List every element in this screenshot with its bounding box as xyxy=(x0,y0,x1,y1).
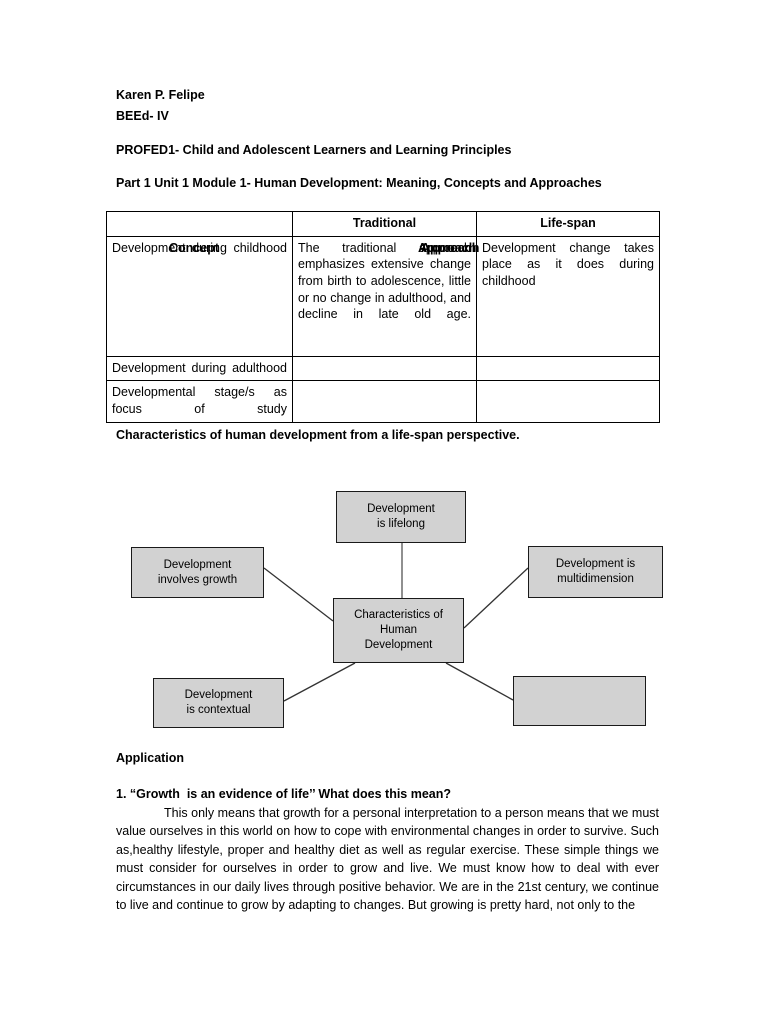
header-cell-traditional: Traditional xyxy=(292,211,477,237)
table-header-row: Traditional Life-span xyxy=(106,211,660,237)
cell-development-adulthood: Development during adulthood xyxy=(106,355,293,382)
application-answer-1: This only means that growth for a person… xyxy=(116,806,659,912)
student-name: Karen P. Felipe xyxy=(116,88,205,102)
table-row: Developmental stage/s as focus of study xyxy=(106,380,660,423)
overlap-label-approach-traditional: Approach xyxy=(421,240,480,255)
diagram-node-empty xyxy=(513,676,646,726)
table-row: Development during adulthood xyxy=(106,355,660,382)
program-label: BEEd- IV xyxy=(116,109,169,123)
cell-text: The traditional approach emphasizes exte… xyxy=(298,240,471,322)
cell-empty-lifespan xyxy=(476,380,660,423)
course-title: PROFED1- Child and Adolescent Learners a… xyxy=(116,143,512,157)
diagram-node-multidimension: Development is multidimension xyxy=(528,546,663,598)
diagram-node-lifelong: Development is lifelong xyxy=(336,491,466,543)
cell-empty-lifespan xyxy=(476,355,660,382)
cell-developmental-stages: Developmental stage/s as focus of study xyxy=(106,380,293,423)
cell-empty-traditional xyxy=(292,380,477,423)
cell-lifespan-description: Development change takes place as it doe… xyxy=(418,235,660,357)
cell-empty-traditional xyxy=(292,355,477,382)
module-title: Part 1 Unit 1 Module 1- Human Developmen… xyxy=(116,176,602,190)
characteristics-diagram: Development is lifelong Development invo… xyxy=(110,480,670,742)
cell-text: Development change takes place as it doe… xyxy=(482,240,654,288)
diagram-connectors xyxy=(263,543,529,702)
header-cell-lifespan: Life-span xyxy=(476,211,660,237)
diagram-caption: Characteristics of human development fro… xyxy=(116,428,520,442)
cell-traditional-description: The traditional approach emphasizes exte… xyxy=(292,235,480,357)
diagram-node-growth: Development involves growth xyxy=(131,547,264,598)
diagram-node-center: Characteristics of Human Development xyxy=(333,598,464,663)
overlap-label-approach-lifespan: Approach xyxy=(418,240,477,255)
application-question-1: 1. “Growth is an evidence of life’’ What… xyxy=(116,787,452,801)
cell-concept-development-childhood: Development during childhood Concept xyxy=(106,235,293,357)
diagram-node-contextual: Development is contextual xyxy=(153,678,284,728)
table-row: Development during childhood Concept The… xyxy=(106,235,660,357)
application-section-title: Application xyxy=(116,751,185,765)
header-cell-corner xyxy=(106,211,293,237)
cell-text: Development during childhood xyxy=(112,240,287,255)
overlap-label-concept: Concept xyxy=(169,240,219,255)
comparison-table: Traditional Life-span Development during… xyxy=(106,211,660,423)
